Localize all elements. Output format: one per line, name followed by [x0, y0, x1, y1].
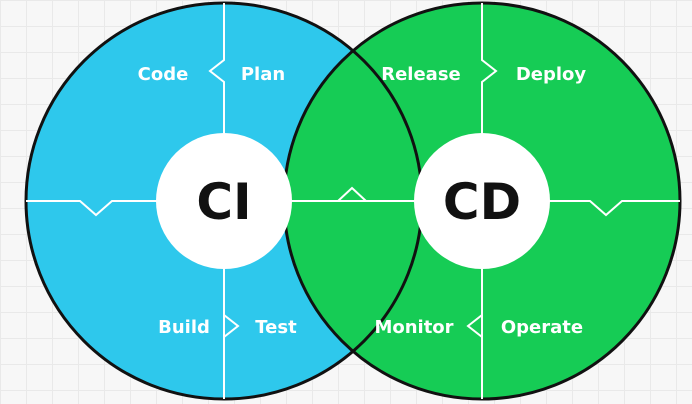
cd-stage-monitor: Monitor — [374, 317, 453, 338]
cd-center — [414, 133, 550, 269]
cd-stage-release: Release — [381, 64, 461, 85]
ci-center — [156, 133, 292, 269]
cd-stage-deploy: Deploy — [516, 64, 587, 85]
ci-stage-code: Code — [138, 64, 189, 85]
ci-stage-build: Build — [158, 317, 210, 338]
ci-title: CI — [196, 173, 251, 231]
ci-stage-test: Test — [255, 317, 297, 338]
cd-title: CD — [443, 173, 521, 231]
ci-stage-plan: Plan — [241, 64, 285, 85]
cd-stage-operate: Operate — [501, 317, 583, 338]
